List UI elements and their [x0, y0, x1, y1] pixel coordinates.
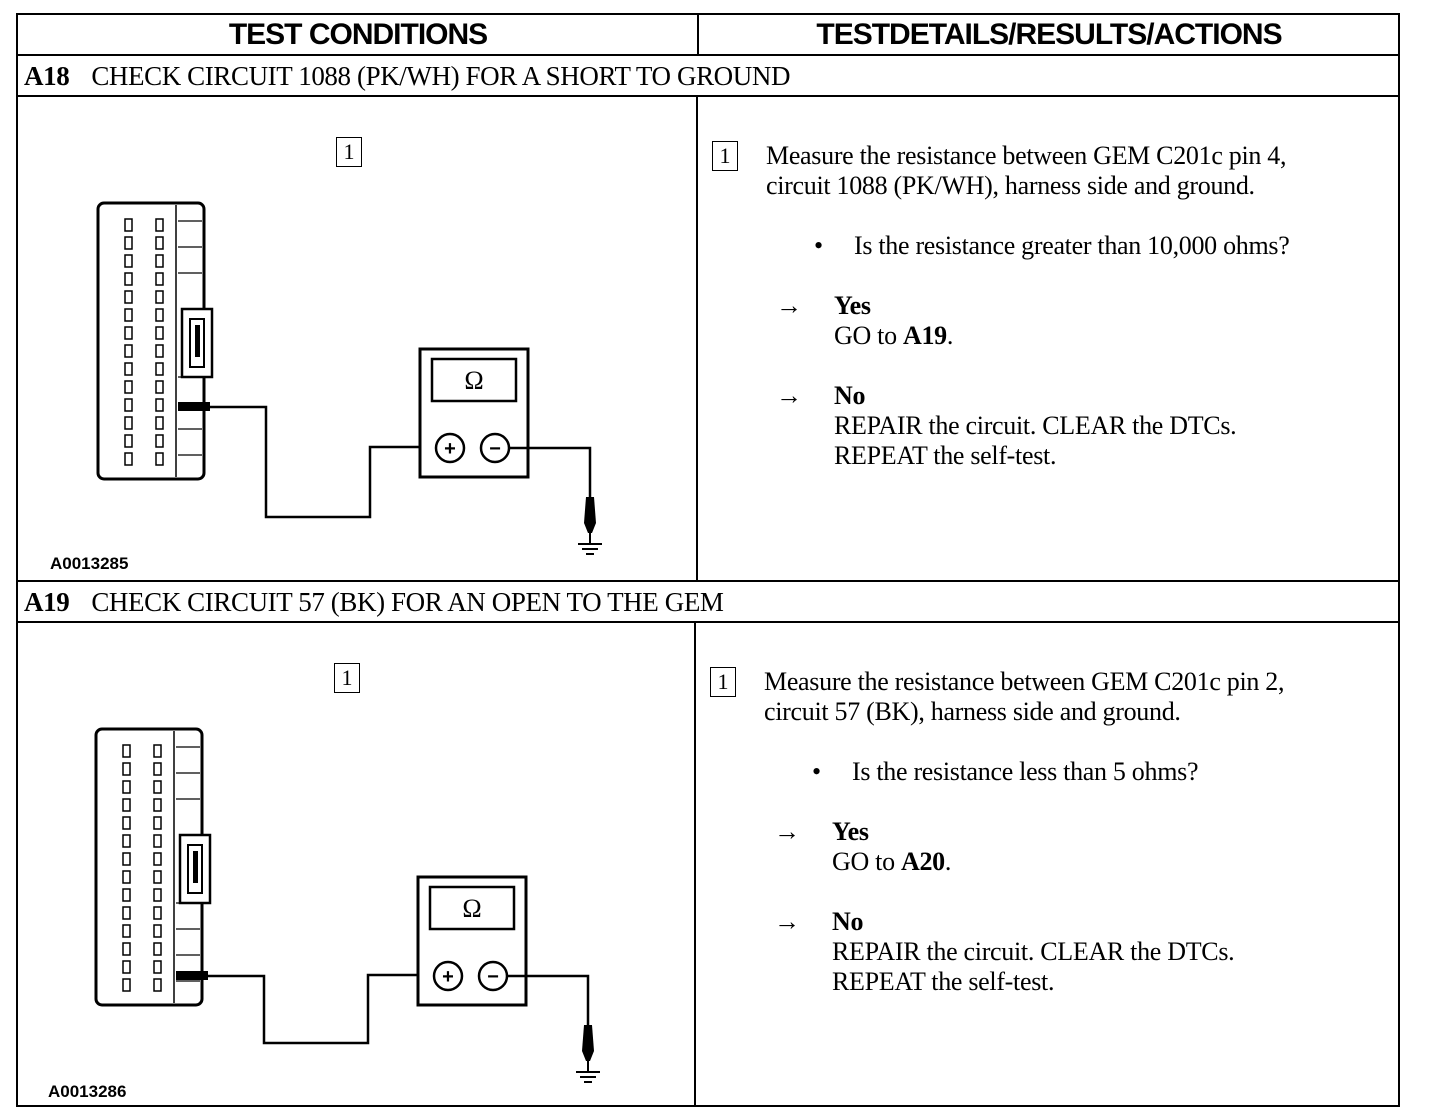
ohmmeter-display — [430, 357, 518, 403]
bullet: • — [812, 757, 821, 786]
plus-sign: + — [442, 966, 454, 988]
step-a19-id: A19 — [24, 587, 70, 617]
positive-terminal — [432, 960, 464, 992]
a18-title-divider — [18, 95, 1398, 97]
step-a18-title: A18 CHECK CIRCUIT 1088 (PK/WH) FOR A SHOR… — [24, 56, 790, 96]
connector-pins-right — [155, 218, 164, 466]
header-test-details: TESTDETAILS/RESULTS/ACTIONS — [816, 18, 1282, 51]
ground-probe — [582, 1025, 594, 1061]
no-action-line-1: REPAIR the circuit. CLEAR the DTCs. — [832, 937, 1235, 966]
step-a19-title-text: CHECK CIRCUIT 57 (BK) FOR AN OPEN TO THE… — [91, 587, 724, 617]
yes-label: Yes — [834, 291, 871, 320]
a18-bottom-divider — [18, 580, 1398, 582]
yes-action-suffix: . — [946, 321, 954, 350]
step-a19-figure: Ω + − A0013286 — [18, 623, 692, 1105]
step-a18-instruction: Measure the resistance between GEM C201c… — [766, 141, 1406, 201]
header-divider — [18, 54, 1398, 56]
test-lead-negative — [507, 974, 590, 1025]
figure-step-marker-a18: 1 — [336, 137, 362, 167]
figure-code-a19: A0013286 — [48, 1082, 126, 1101]
instruction-line-2: circuit 57 (BK), harness side and ground… — [764, 697, 1181, 726]
probe-tip — [178, 402, 210, 411]
connector-pins-left — [122, 744, 131, 992]
connector-pins-right — [153, 744, 162, 992]
step-a18-figure: Ω + − A0013285 — [18, 97, 694, 579]
test-lead-positive — [210, 405, 436, 519]
header-test-conditions: TEST CONDITIONS — [228, 18, 488, 51]
arrow-right-icon: → — [776, 291, 802, 320]
ohmmeter-display — [428, 885, 516, 931]
question-text: Is the resistance greater than 10,000 oh… — [854, 231, 1290, 260]
question-text: Is the resistance less than 5 ohms? — [852, 757, 1199, 786]
connector-latch — [178, 833, 212, 905]
step-a18-id: A18 — [24, 61, 70, 91]
yes-action-prefix: GO to — [832, 847, 901, 876]
yes-action-target[interactable]: A20 — [900, 847, 945, 876]
ground-icon — [576, 1071, 600, 1083]
no-label: No — [834, 381, 866, 410]
figure-code-a18: A0013285 — [50, 554, 128, 573]
step-a19-question: • Is the resistance less than 5 ohms? — [812, 757, 1199, 787]
minus-sign: − — [489, 438, 501, 460]
ground-probe — [584, 497, 596, 533]
step-a19-instruction: Measure the resistance between GEM C201c… — [764, 667, 1404, 727]
test-lead-negative — [509, 446, 592, 497]
yes-action-suffix: . — [944, 847, 952, 876]
step-a18-question: • Is the resistance greater than 10,000 o… — [814, 231, 1290, 261]
ground-icon — [578, 543, 602, 555]
yes-action-target[interactable]: A19 — [902, 321, 947, 350]
step-a19-title: A19 CHECK CIRCUIT 57 (BK) FOR AN OPEN TO … — [24, 582, 724, 622]
yes-label: Yes — [832, 817, 869, 846]
connector-pins-left — [124, 218, 133, 466]
yes-action: GO to A20. — [832, 847, 951, 877]
connector-ribs — [176, 746, 200, 982]
bullet: • — [814, 231, 823, 260]
a19-title-divider — [18, 621, 1398, 623]
yes-action-prefix: GO to — [834, 321, 903, 350]
instruction-line-2: circuit 1088 (PK/WH), harness side and g… — [766, 171, 1255, 200]
no-action-line-1: REPAIR the circuit. CLEAR the DTCs. — [834, 411, 1237, 440]
figure-step-marker-a19: 1 — [334, 663, 360, 693]
no-label: No — [832, 907, 864, 936]
no-action-line-2: REPEAT the self-test. — [832, 967, 1055, 996]
diagnostic-table: TEST CONDITIONS TESTDETAILS/RESULTS/ACTI… — [16, 13, 1400, 1107]
instruction-line-1: Measure the resistance between GEM C201c… — [766, 141, 1287, 170]
connector-meter-diagram-a18: Ω + − A0013285 — [50, 201, 602, 573]
a19-column-divider — [694, 622, 696, 1107]
connector-meter-diagram-a19: Ω + − A0013286 — [48, 727, 600, 1101]
header-column-divider — [697, 15, 699, 56]
ohm-symbol: Ω — [464, 366, 483, 395]
step-a18-title-text: CHECK CIRCUIT 1088 (PK/WH) FOR A SHORT T… — [91, 61, 791, 91]
a18-column-divider — [696, 96, 698, 581]
arrow-right-icon: → — [774, 817, 800, 846]
arrow-right-icon: → — [774, 907, 800, 936]
probe-tip — [176, 971, 208, 980]
arrow-right-icon: → — [776, 381, 802, 410]
instruction-line-1: Measure the resistance between GEM C201c… — [764, 667, 1285, 696]
no-action-line-2: REPEAT the self-test. — [834, 441, 1057, 470]
test-lead-positive — [208, 973, 434, 1045]
minus-sign: − — [487, 966, 499, 988]
detail-step-marker-a18: 1 — [712, 141, 738, 171]
yes-action: GO to A19. — [834, 321, 953, 351]
plus-sign: + — [444, 438, 456, 460]
detail-step-marker-a19: 1 — [710, 667, 736, 697]
ohm-symbol: Ω — [462, 894, 481, 923]
positive-terminal — [434, 432, 466, 464]
